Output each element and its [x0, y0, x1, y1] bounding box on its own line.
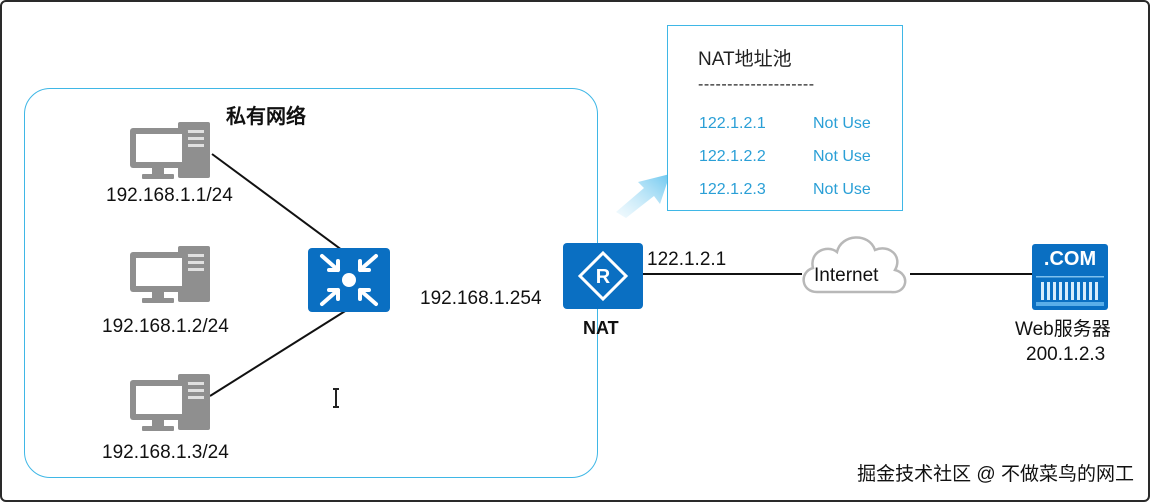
pool-entry-status: Not Use	[813, 115, 871, 132]
nat-pool-title: NAT地址池	[698, 49, 792, 70]
host-3-ip-label: 192.168.1.3/24	[102, 442, 229, 463]
nat-pool-divider: --------------------	[698, 76, 815, 93]
svg-text:R: R	[596, 266, 611, 288]
pool-entry-ip: 122.1.2.1	[699, 115, 766, 132]
gateway-ip-label: 192.168.1.254	[420, 288, 542, 309]
pool-entry-status: Not Use	[813, 181, 871, 198]
server-com-badge: .COM	[1043, 248, 1097, 270]
web-server-label: Web服务器	[1015, 319, 1111, 340]
host-1-ip-label: 192.168.1.1/24	[106, 185, 233, 206]
desktop-computer-icon	[130, 246, 210, 303]
watermark: 掘金技术社区 @ 不做菜鸟的网工	[857, 464, 1134, 485]
desktop-computer-icon	[130, 374, 210, 431]
web-server-ip-label: 200.1.2.3	[1026, 344, 1106, 365]
pool-entry-ip: 122.1.2.3	[699, 181, 766, 198]
web-server-icon	[1032, 244, 1108, 310]
pool-entry-ip: 122.1.2.2	[699, 148, 766, 165]
nat-pool-panel	[667, 25, 903, 211]
desktop-computer-icon	[130, 122, 210, 179]
cloud-icon	[802, 236, 907, 294]
arrow-to-pool-icon	[616, 174, 670, 218]
switch-icon	[308, 248, 390, 312]
router-icon: R	[563, 243, 643, 309]
nat-device-label: NAT	[583, 318, 619, 338]
link-host3-switch	[209, 307, 351, 397]
nat-wan-ip-label: 122.1.2.1	[647, 249, 727, 270]
private-network-title: 私有网络	[226, 106, 306, 128]
pool-entry-status: Not Use	[813, 148, 871, 165]
link-host1-switch	[211, 153, 351, 257]
internet-label: Internet	[814, 265, 879, 286]
text-cursor-icon	[333, 388, 339, 408]
host-2-ip-label: 192.168.1.2/24	[102, 316, 229, 337]
